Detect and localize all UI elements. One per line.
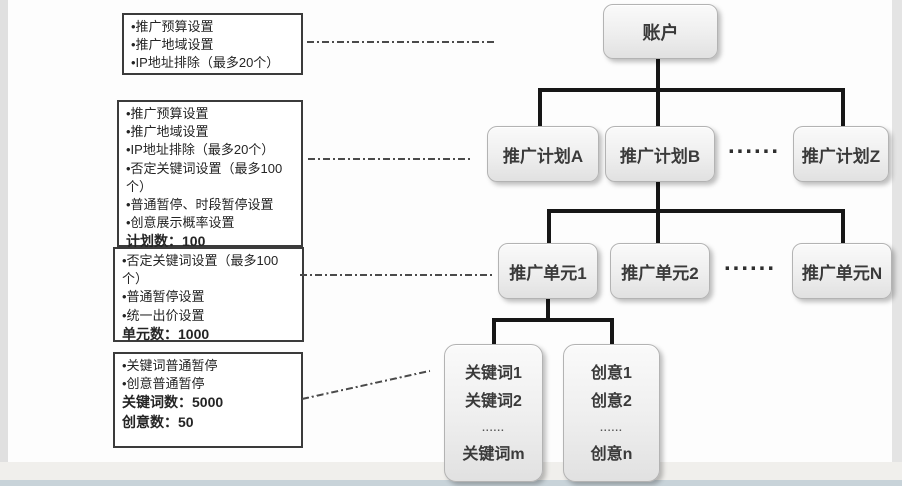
node-creatives: 创意1 创意2 ...... 创意n	[563, 344, 660, 482]
node-plan-a: 推广计划A	[487, 126, 599, 182]
bottom-blue-bar	[0, 480, 902, 486]
node-plan-z: 推广计划Z	[793, 126, 889, 182]
tree-line	[656, 180, 660, 213]
annotation-line: •关键词普通暂停	[122, 358, 218, 373]
annotation-line: •普通暂停设置	[122, 289, 205, 305]
tree-line	[656, 58, 660, 92]
annotation-box-unit: •否定关键词设置（最多100个） •普通暂停设置 •统一出价设置 单元数：100…	[113, 247, 304, 342]
annotation-stat-unit-count: 单元数：1000	[122, 325, 210, 342]
annotation-line: •推广预算设置	[126, 106, 209, 121]
tree-line	[546, 297, 550, 322]
tree-line	[841, 88, 845, 128]
creative-line: 创意2	[591, 393, 632, 410]
node-unit-1: 推广单元1	[498, 243, 598, 299]
annotation-line: •推广地域设置	[126, 124, 209, 140]
node-keywords: 关键词1 关键词2 ...... 关键词m	[444, 344, 543, 482]
node-unit-n: 推广单元N	[792, 243, 892, 299]
annotation-line: •推广地域设置	[131, 37, 214, 53]
tree-line	[492, 318, 614, 322]
tree-line	[610, 318, 614, 347]
creative-ellipsis: ......	[600, 423, 623, 434]
tree-line	[547, 209, 551, 245]
leader-line-plan	[308, 158, 473, 160]
annotation-line: •推广预算设置	[131, 19, 214, 34]
unit-ellipsis: ......	[723, 249, 776, 276]
leader-line-unit	[300, 274, 493, 276]
tree-line	[656, 209, 660, 245]
annotation-line: •否定关键词设置（最多100个）	[126, 160, 283, 194]
annotation-line: •创意展示概率设置	[126, 215, 235, 231]
creative-line: 创意n	[590, 446, 633, 463]
node-unit-2: 推广单元2	[610, 243, 710, 299]
keyword-line: 关键词m	[462, 446, 525, 463]
annotation-line: •IP地址排除（最多20个）	[131, 55, 280, 71]
keyword-line: 关键词2	[465, 393, 522, 410]
tree-line	[841, 209, 845, 245]
annotation-stat-plan-count: 计划数：100	[126, 233, 206, 250]
leader-line-keyword	[301, 369, 431, 400]
tree-line	[547, 209, 845, 213]
annotation-line: •统一出价设置	[122, 307, 205, 323]
node-plan-b: 推广计划B	[605, 126, 715, 182]
annotation-line: •普通暂停、时段暂停设置	[126, 196, 274, 212]
tree-line	[538, 88, 542, 128]
annotation-box-keyword: •关键词普通暂停 •创意普通暂停 关键词数：5000 创意数：50	[113, 352, 303, 448]
node-account: 账户	[603, 4, 718, 59]
tree-line	[656, 88, 660, 128]
annotation-box-plan: •推广预算设置 •推广地域设置 •IP地址排除（最多20个） •否定关键词设置（…	[117, 100, 303, 249]
annotation-line: •否定关键词设置（最多100个）	[122, 253, 279, 287]
right-edge-strip	[892, 0, 902, 462]
keyword-line: 关键词1	[465, 365, 522, 382]
plan-ellipsis: ......	[727, 132, 780, 159]
tree-line	[492, 318, 496, 347]
annotation-stat-keyword-count: 关键词数：5000	[122, 394, 224, 411]
creative-line: 创意1	[591, 365, 632, 382]
keyword-ellipsis: ......	[482, 423, 505, 434]
annotation-stat-creative-count: 创意数：50	[122, 413, 194, 430]
leader-line-account	[307, 41, 497, 43]
annotation-line: •IP地址排除（最多20个）	[126, 142, 275, 158]
annotation-box-account: •推广预算设置 •推广地域设置 •IP地址排除（最多20个）	[122, 13, 303, 75]
left-edge-strip	[0, 0, 8, 462]
annotation-line: •创意普通暂停	[122, 376, 205, 392]
tree-line	[538, 88, 845, 92]
